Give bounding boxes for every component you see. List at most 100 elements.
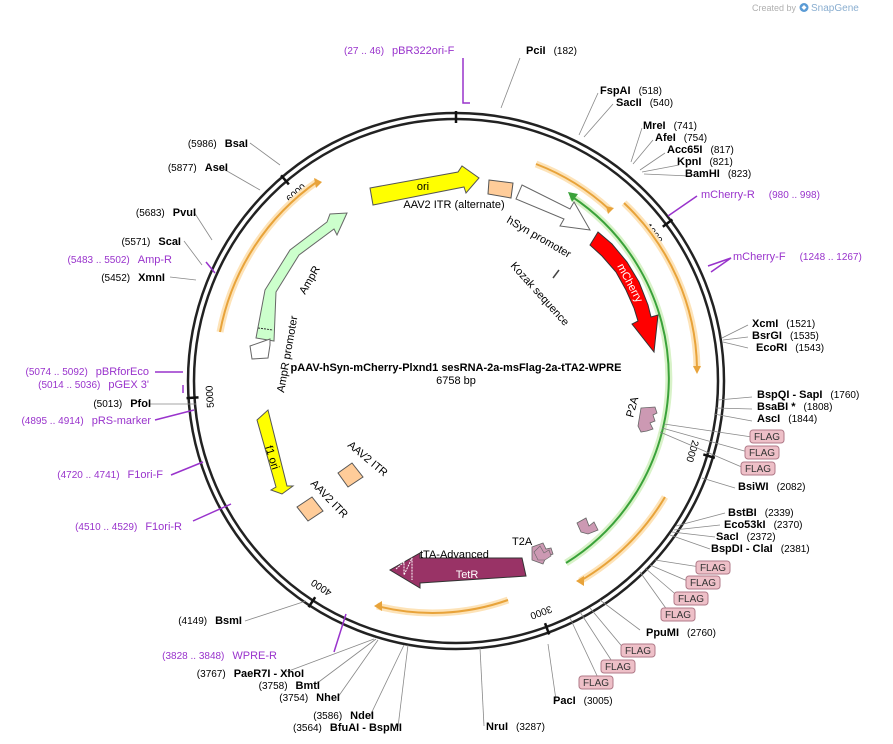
primer[interactable]: (27 .. 46)pBR322ori-F xyxy=(344,45,455,57)
flag-tag-box xyxy=(673,591,709,606)
snapgene-logo-icon xyxy=(799,3,809,12)
site-position: (2339) xyxy=(765,508,794,519)
tick-mark xyxy=(702,453,716,460)
primer[interactable]: (980 .. 998)mCherry-R xyxy=(701,189,820,201)
restriction-site[interactable]: BspQI - SapI(1760) xyxy=(757,389,859,401)
primer[interactable]: (5014 .. 5036)pGEX 3' xyxy=(38,379,149,391)
orf-arc-left-line xyxy=(219,180,319,333)
primer[interactable]: (5483 .. 5502)Amp-R xyxy=(68,254,173,266)
primer[interactable]: (4510 .. 4529)F1ori-R xyxy=(75,521,182,533)
primer-position: (4510 .. 4529) xyxy=(75,522,137,533)
site-position: (1760) xyxy=(830,390,859,401)
flag-tag[interactable]: FLAG xyxy=(744,445,780,460)
feature-ori[interactable]: ori xyxy=(369,165,480,206)
feature-aav2-itr-alternate-label: AAV2 ITR (alternate) xyxy=(403,199,504,211)
restriction-site[interactable]: BsrGI(1535) xyxy=(752,330,819,342)
flag-tag[interactable]: FLAG xyxy=(695,560,731,575)
feature-f1-ori[interactable]: f1 ori xyxy=(256,409,295,495)
restriction-site[interactable]: Acc65I(817) xyxy=(667,144,734,156)
restriction-site[interactable]: AfeI(754) xyxy=(655,132,707,144)
restriction-site[interactable]: PacI(3005) xyxy=(553,695,613,707)
restriction-site[interactable]: FspAI(518) xyxy=(600,85,662,97)
site-name: SacII xyxy=(616,97,642,109)
restriction-site[interactable]: BsaBI * (1808) xyxy=(757,401,832,413)
restriction-site[interactable]: PciI(182) xyxy=(526,45,577,57)
restriction-site[interactable]: BamHI(823) xyxy=(685,168,751,180)
flag-tag-label: FLAG xyxy=(625,646,651,657)
flag-tag[interactable]: FLAG xyxy=(740,461,776,476)
restriction-site[interactable]: PfoI(5013) xyxy=(93,398,151,410)
site-position: (5877) xyxy=(168,163,197,174)
restriction-site[interactable]: NruI(3287) xyxy=(486,721,545,733)
feature-ampr[interactable]: AmpR xyxy=(255,212,348,342)
feature-aav2-itr-alternate[interactable]: AAV2 ITR (alternate) xyxy=(403,179,514,211)
primer[interactable]: (3828 .. 3848)WPRE-R xyxy=(162,650,277,662)
site-position: (1535) xyxy=(790,331,819,342)
tick-mark xyxy=(186,396,199,400)
flag-tag-box xyxy=(685,575,721,590)
flag-tag-label: FLAG xyxy=(678,594,704,605)
flag-tag[interactable]: FLAG xyxy=(685,575,721,590)
restriction-site[interactable]: KpnI(821) xyxy=(677,156,733,168)
site-position: (2370) xyxy=(774,520,803,531)
restriction-site[interactable]: BsmI(4149) xyxy=(178,615,242,627)
site-name: PacI xyxy=(553,695,576,707)
flag-tag[interactable]: FLAG xyxy=(749,429,785,444)
restriction-site[interactable]: MreI(741) xyxy=(643,120,697,132)
primer-position: (5483 .. 5502) xyxy=(68,255,130,266)
orf-arc-bottom-line xyxy=(376,599,509,614)
feature-aav2-itr-upper[interactable]: AAV2 ITR xyxy=(337,439,390,488)
flag-tag[interactable]: FLAG xyxy=(673,591,709,606)
restriction-site[interactable]: Eco53kI(2370) xyxy=(724,519,803,531)
site-name: NruI xyxy=(486,721,508,733)
tick-mark xyxy=(543,622,551,635)
flag-tag[interactable]: FLAG xyxy=(660,607,696,622)
restriction-site[interactable]: AseI(5877) xyxy=(168,162,228,174)
restriction-sites: PciI(182) FspAI(518)SacII (540) MreI(741)Af… xyxy=(93,45,859,734)
site-position: (3767) xyxy=(197,669,226,680)
site-name: AscI xyxy=(757,413,780,425)
primer[interactable]: (5074 .. 5092)pBRforEco xyxy=(26,366,149,378)
feature-p2a[interactable]: P2A xyxy=(624,395,658,433)
restriction-site[interactable]: PpuMI(2760) xyxy=(646,627,716,639)
primer-markers xyxy=(154,58,732,653)
restriction-site[interactable]: NheI(3754) xyxy=(279,692,340,704)
flag-tag[interactable]: FLAG xyxy=(600,659,636,674)
feature-ampr-promoter[interactable]: AmpR promoter xyxy=(249,315,300,394)
restriction-site[interactable]: BspDI - ClaI(2381) xyxy=(711,543,810,555)
feature-aav2-itr-lower[interactable]: AAV2 ITR xyxy=(296,478,350,522)
restriction-site[interactable]: XmnI(5452) xyxy=(101,272,165,284)
site-position: (823) xyxy=(728,169,751,180)
restriction-site[interactable]: SacII (540) xyxy=(616,97,673,109)
primer[interactable]: (4895 .. 4914)pRS-marker xyxy=(21,415,151,427)
restriction-site[interactable]: BsiWI(2082) xyxy=(738,481,805,493)
restriction-site[interactable]: EcoRI(1543) xyxy=(756,342,824,354)
restriction-site[interactable]: BstBI(2339) xyxy=(728,507,794,519)
restriction-site[interactable]: BfuAI - BspMI(3564) xyxy=(293,722,402,734)
flag-tag[interactable]: FLAG xyxy=(578,675,614,690)
restriction-site[interactable]: PvuI(5683) xyxy=(136,207,196,219)
restriction-site[interactable]: AscI(1844) xyxy=(757,413,817,425)
primer[interactable]: (4720 .. 4741)F1ori-F xyxy=(57,469,163,481)
restriction-site[interactable]: ScaI(5571) xyxy=(121,236,181,248)
restriction-site[interactable]: SacI(2372) xyxy=(716,531,776,543)
site-name: SacI xyxy=(716,531,739,543)
feature-kozak-sequence[interactable]: Kozak sequence xyxy=(508,260,571,328)
restriction-site[interactable]: XcmI(1521) xyxy=(752,318,815,330)
site-position: (540) xyxy=(650,98,673,109)
site-position: (1808) xyxy=(804,402,833,413)
flag-tag[interactable]: FLAG xyxy=(620,643,656,658)
restriction-site[interactable]: PaeR7I - XhoI(3767) xyxy=(197,668,304,680)
restriction-site[interactable]: NdeI(3586) xyxy=(313,710,374,722)
tick-label: 2000 xyxy=(683,439,700,464)
snapgene-branding[interactable]: Created by SnapGene xyxy=(752,3,859,14)
primer[interactable]: (1248 .. 1267)mCherry-F xyxy=(733,251,862,263)
orf-arrowhead-top xyxy=(606,206,614,214)
site-name: BsaBI * xyxy=(757,401,796,413)
restriction-site[interactable]: BsaI(5986) xyxy=(188,138,248,150)
flag-tag-box xyxy=(695,560,731,575)
restriction-site[interactable]: BmtI(3758) xyxy=(259,680,320,692)
feature-tetr[interactable]: TetR tTA-Advanced xyxy=(389,549,527,589)
primer-labels: (27 .. 46)pBR322ori-F (980 .. 998)mCherry… xyxy=(21,45,861,662)
